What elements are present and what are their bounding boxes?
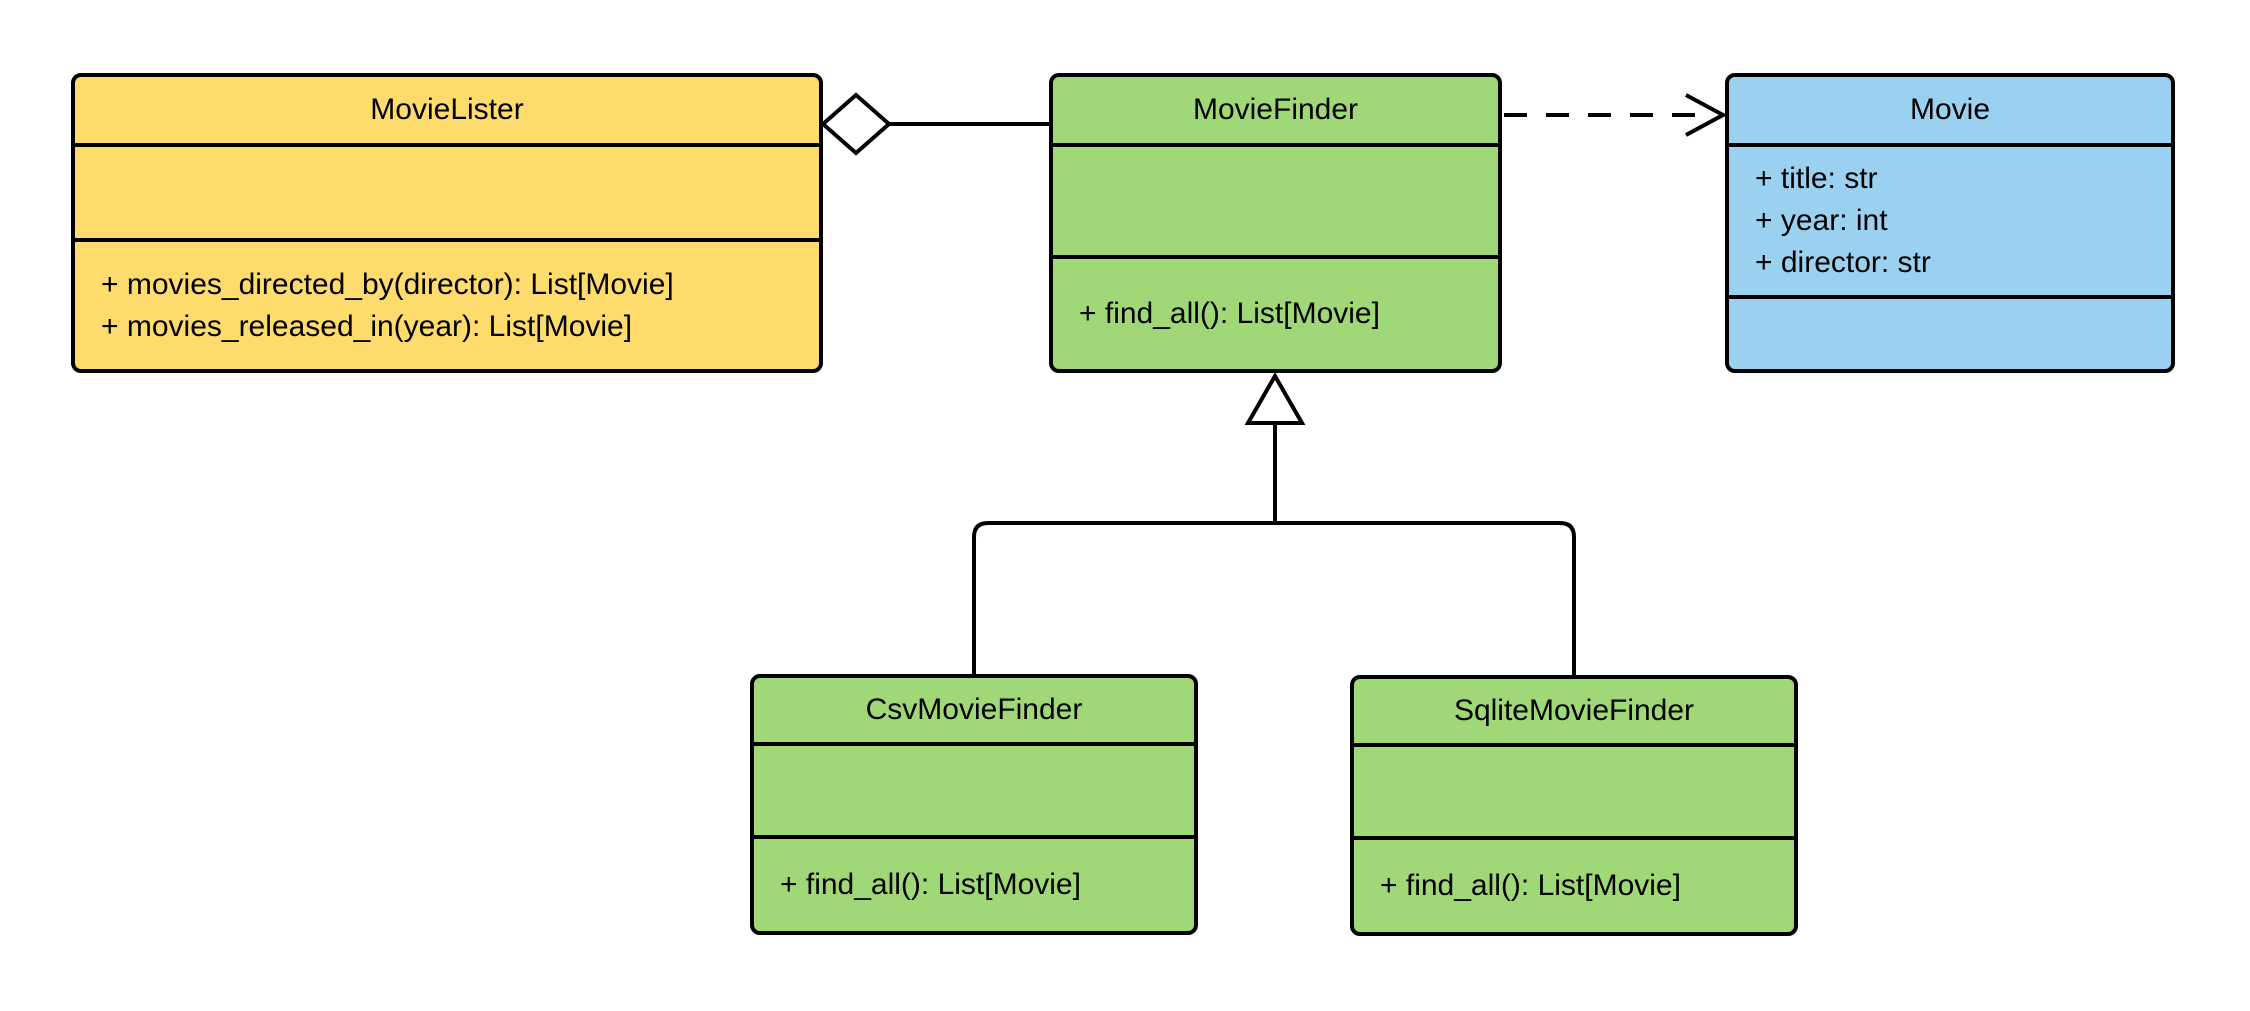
class-box-movie: Movie + title: str + year: int + directo… (1725, 73, 2175, 373)
class-box-movielister: MovieLister + movies_directed_by(directo… (71, 73, 823, 373)
method-label: + movies_released_in(year): List[Movie] (101, 309, 633, 343)
method-label: + find_all(): List[Movie] (780, 868, 1081, 901)
methods-compartment (1729, 295, 2171, 369)
attribute-label: + year: int (1755, 204, 1888, 237)
methods-compartment: + movies_directed_by(director): List[Mov… (75, 238, 819, 369)
attributes-compartment: + title: str + year: int + director: str (1729, 143, 2171, 295)
attributes-compartment (1354, 743, 1794, 836)
method-label: + find_all(): List[Movie] (1380, 869, 1681, 902)
attributes-compartment (1053, 143, 1498, 255)
dependency-arrowhead (1685, 93, 1728, 137)
class-title: MovieFinder (1192, 93, 1359, 126)
aggregation-diamond (819, 92, 893, 156)
class-box-sqlitemoviefinder: SqliteMovieFinder + find_all(): List[Mov… (1350, 675, 1798, 936)
class-box-csvmoviefinder: CsvMovieFinder + find_all(): List[Movie] (750, 674, 1198, 935)
inheritance-branch-path (972, 521, 1576, 677)
attributes-compartment (75, 143, 819, 238)
class-title: Movie (1909, 93, 1991, 126)
attribute-label: + title: str (1755, 162, 1878, 195)
class-title: MovieLister (370, 93, 524, 126)
method-label: + find_all(): List[Movie] (1079, 297, 1380, 330)
attribute-label: + director: str (1755, 246, 1931, 279)
method-label: + movies_directed_by(director): List[Mov… (101, 267, 674, 301)
inheritance-triangle (1244, 371, 1306, 425)
attributes-compartment (754, 742, 1194, 835)
class-box-moviefinder: MovieFinder + find_all(): List[Movie] (1049, 73, 1502, 373)
methods-compartment: + find_all(): List[Movie] (1354, 836, 1794, 932)
methods-compartment: + find_all(): List[Movie] (1053, 255, 1498, 369)
class-title: CsvMovieFinder (865, 693, 1083, 726)
class-title: SqliteMovieFinder (1453, 694, 1695, 727)
methods-compartment: + find_all(): List[Movie] (754, 835, 1194, 931)
